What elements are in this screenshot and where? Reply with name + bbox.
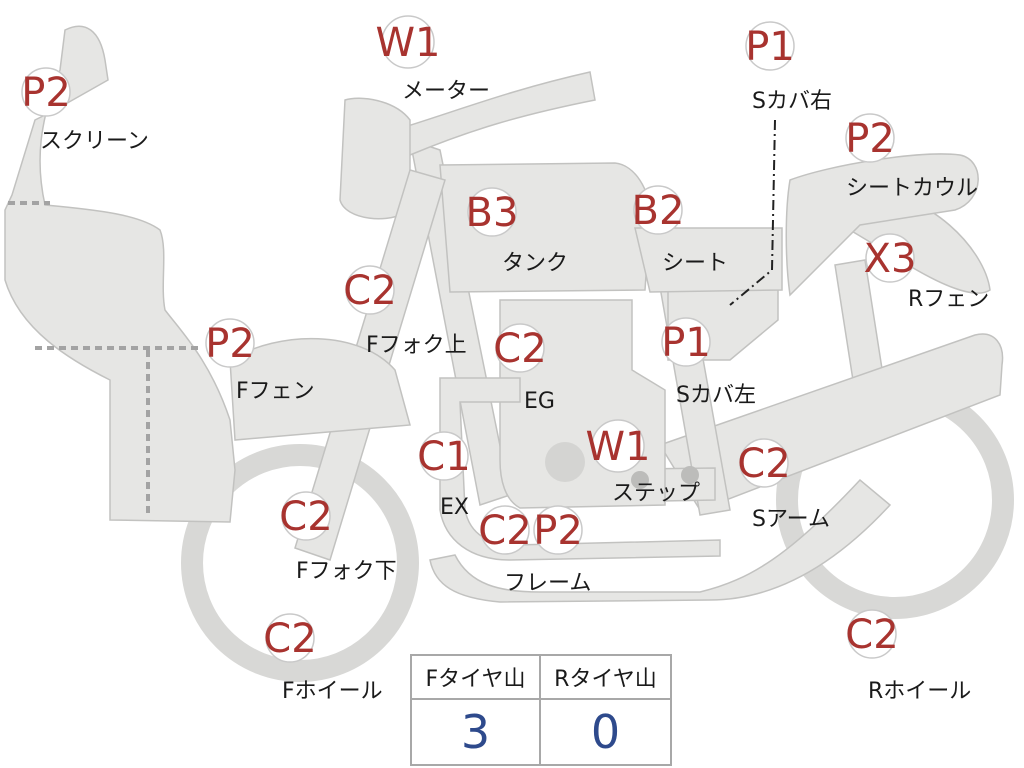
part-engine: C2 EG — [493, 323, 555, 414]
seat-shape — [634, 227, 783, 293]
part-label: Sカバ右 — [752, 89, 832, 114]
grade-code: P1 — [661, 320, 711, 366]
front-wheel-shape — [181, 444, 419, 682]
part-label: Fホイール — [282, 679, 383, 704]
part-exhaust: C1 EX — [417, 431, 471, 520]
part-label: メーター — [402, 79, 490, 104]
part-tank: B3 タンク — [466, 187, 568, 276]
part-label: シート — [662, 251, 728, 276]
part-label: シートカウル — [846, 176, 978, 201]
grade-badge — [847, 609, 897, 659]
part-label: EG — [524, 389, 555, 414]
grade-code: C2 — [845, 612, 898, 658]
headlight-shape — [339, 97, 411, 220]
part-rear-fender: X3 Rフェン — [864, 233, 989, 312]
part-side-cover-left: P1 Sカバ左 — [661, 317, 756, 408]
part-rear-wheel: C2 Rホイール — [845, 609, 971, 704]
grade-badge — [265, 613, 315, 663]
part-frame-a: C2 — [478, 505, 532, 555]
frame-lower-shape — [429, 478, 892, 603]
grade-badge — [591, 419, 645, 473]
part-meter: W1 メーター — [376, 15, 490, 104]
front-tire-value: 3 — [412, 700, 541, 764]
grade-badge — [480, 505, 530, 555]
part-label: フレーム — [504, 571, 591, 596]
part-seat-cowl: P2 シートカウル — [845, 113, 978, 201]
grade-badge — [281, 491, 331, 541]
grade-badge — [345, 265, 395, 315]
grade-code: X3 — [864, 236, 917, 282]
grade-code: W1 — [586, 424, 651, 470]
grade-badge — [467, 187, 517, 237]
grade-badge — [21, 67, 71, 117]
grade-badge — [661, 317, 711, 367]
part-side-cover-right: P1 Sカバ右 — [745, 21, 832, 114]
exhaust-shape — [439, 377, 721, 561]
part-label: EX — [440, 495, 469, 520]
front-tire-header: Fタイヤ山 — [412, 656, 541, 700]
rear-tire-header: Rタイヤ山 — [541, 656, 670, 700]
part-label: Fフォク下 — [296, 559, 397, 584]
grade-code: C2 — [263, 616, 316, 662]
part-label: Rフェン — [908, 287, 989, 312]
grade-badge — [845, 113, 895, 163]
part-label: Fフェン — [236, 379, 315, 404]
part-front-fender: P2 Fフェン — [205, 318, 315, 404]
grade-badge — [495, 323, 545, 373]
grade-badge — [739, 438, 789, 488]
part-frame: P2 フレーム — [504, 505, 591, 596]
grade-code: P2 — [533, 508, 583, 554]
handlebar-shape — [393, 71, 596, 156]
front-fender-shape — [229, 337, 411, 441]
rear-tire-value: 0 — [590, 705, 621, 759]
grade-code: W1 — [376, 20, 441, 66]
grade-code: C2 — [493, 326, 546, 372]
grade-badge — [745, 21, 795, 71]
engine-cover-shape — [545, 442, 585, 482]
grade-code: P2 — [21, 70, 71, 116]
seat-cowl-shape — [785, 153, 979, 297]
grade-badge — [419, 431, 469, 481]
grade-badge — [381, 15, 435, 69]
grade-code: B2 — [632, 188, 685, 234]
grade-code: P2 — [845, 116, 895, 162]
part-step: W1 ステップ — [586, 419, 700, 506]
grade-code: C2 — [343, 268, 396, 314]
grade-badge — [533, 505, 583, 555]
part-seat: B2 シート — [632, 185, 728, 276]
part-fork-lower: C2 Fフォク下 — [279, 491, 397, 584]
part-label: スクリーン — [40, 129, 149, 154]
grade-code: B3 — [466, 190, 519, 236]
part-label: Sアーム — [752, 507, 830, 532]
grade-badge — [633, 185, 683, 235]
part-label: タンク — [502, 251, 568, 276]
grade-code: C1 — [417, 434, 470, 480]
part-label: Sカバ左 — [676, 383, 756, 408]
grade-code: P2 — [205, 321, 255, 367]
part-label: ステップ — [612, 481, 700, 506]
grade-code: C2 — [737, 441, 790, 487]
part-label: Fフォク上 — [366, 333, 467, 358]
grade-code: C2 — [279, 494, 332, 540]
side-cover-leader-line — [729, 119, 776, 306]
part-label: Rホイール — [868, 679, 971, 704]
part-fork-upper: C2 Fフォク上 — [343, 265, 467, 358]
footpeg-shape-2 — [681, 466, 699, 484]
grade-badge — [865, 233, 915, 283]
grade-code: C2 — [478, 508, 531, 554]
part-swing-arm: C2 Sアーム — [737, 438, 830, 532]
grade-badge — [205, 318, 255, 368]
part-screen: P2 スクリーン — [21, 67, 149, 154]
part-front-wheel: C2 Fホイール — [263, 613, 383, 704]
footpeg-shape — [631, 471, 649, 489]
tire-tread-table: Fタイヤ山 Rタイヤ山 3 0 — [410, 654, 672, 766]
grade-code: P1 — [745, 24, 795, 70]
